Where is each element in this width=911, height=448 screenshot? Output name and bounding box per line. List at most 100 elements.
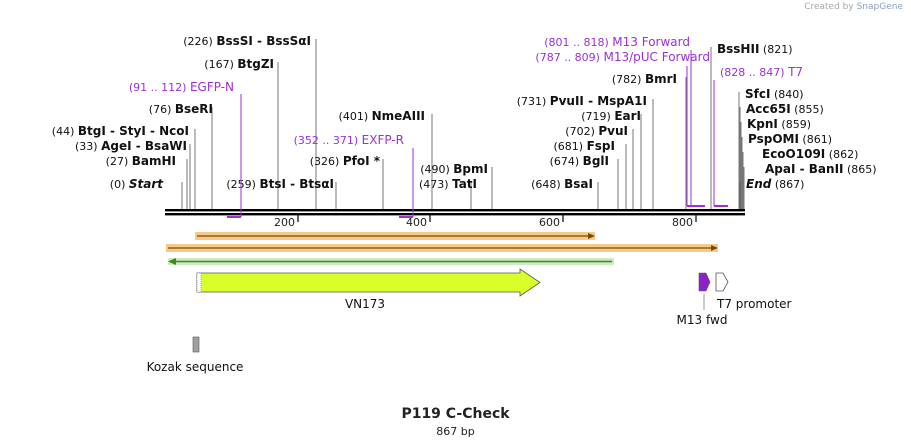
site-kpni: KpnI (859) — [740, 117, 811, 209]
site-pfoi: (326) PfoI * — [310, 154, 384, 209]
enzyme-sites: (0) Start (27) BamHI(33) AgeI - BsaWI(44)… — [52, 34, 877, 209]
site-position: (0) — [110, 178, 129, 191]
site-sfci: SfcI (840) — [738, 87, 804, 209]
site-name: PvuI — [598, 124, 628, 138]
site-bamhi: (27) BamHI — [106, 154, 188, 209]
site-label-apai-banii: ApaI - BanII (865) — [765, 162, 877, 176]
site-name: AgeI - BsaWI — [101, 139, 187, 153]
site-label-bsssi-bsss-i: (226) BssSI - BssSαI — [183, 34, 311, 48]
site-label-btgzi: (167) BtgZI — [204, 57, 274, 71]
green-feature-arrowhead — [168, 258, 176, 265]
site-position: (167) — [204, 58, 237, 71]
site-label-eari: (719) EarI — [581, 109, 641, 123]
site-label-acc65i: Acc65I (855) — [746, 102, 824, 116]
feature-label-kozak: Kozak sequence — [147, 360, 244, 374]
site-name: PfoI * — [343, 154, 381, 168]
site-eari: (719) EarI — [581, 109, 642, 209]
backbone-bottom-strand — [165, 213, 745, 216]
site-position: (44) — [52, 125, 78, 138]
feature-label-t7-promoter: T7 promoter — [716, 297, 792, 311]
primer-name: EGFP-N — [190, 80, 234, 94]
feature-kozak — [192, 336, 200, 353]
site-name: KpnI — [747, 117, 778, 131]
snapgene-logo: SnapGene — [856, 2, 903, 12]
primer-name: M13/pUC Forward — [603, 50, 710, 64]
site-name: BglI — [583, 154, 609, 168]
site-label-btsi-bts-i: (259) BtsI - BtsαI — [226, 177, 334, 191]
site-name: PspOMI — [748, 132, 799, 146]
site-position: (861) — [799, 133, 832, 146]
primer-range: (801 .. 818) — [544, 36, 612, 49]
primer-name: EXFP-R — [362, 133, 404, 147]
backbone-top-strand — [165, 209, 745, 212]
site-name: EcoO109I — [762, 147, 825, 161]
site-name: BssSI - BssSαI — [216, 34, 311, 48]
primer-egfp-n: (91 .. 112) EGFP-N — [129, 80, 242, 218]
site-position: (326) — [310, 155, 343, 168]
site-btgzi: (167) BtgZI — [204, 57, 279, 209]
primer-label-egfp-n: (91 .. 112) EGFP-N — [129, 80, 234, 94]
ruler-label-400: 400 — [406, 216, 427, 229]
ruler-label-200: 200 — [274, 216, 295, 229]
site-position: (867) — [771, 178, 804, 191]
site-acc65i: Acc65I (855) — [739, 102, 824, 209]
primer-m13-puc-forward: (787 .. 809) M13/pUC Forward — [535, 50, 710, 207]
primer-range: (828 .. 847) — [720, 66, 788, 79]
site-name: FspI — [587, 139, 615, 153]
credit-text: Created by — [804, 2, 854, 12]
primer-range: (91 .. 112) — [129, 81, 190, 94]
feature-m13-fwd — [698, 272, 711, 292]
site-name: SfcI — [745, 87, 770, 101]
site-position: (782) — [612, 73, 645, 86]
site-nmeaiii: (401) NmeAIII — [339, 109, 433, 209]
site-position: (27) — [106, 155, 132, 168]
feature-vn173-start — [196, 272, 202, 293]
site-pspomi: PspOMI (861) — [741, 132, 832, 209]
site-name: PvuII - MspA1I — [550, 94, 647, 108]
site-name: BtsI - BtsαI — [259, 177, 334, 191]
primer-range: (787 .. 809) — [535, 51, 603, 64]
site-name: BmrI — [645, 72, 677, 86]
site-label-bamhi: (27) BamHI — [106, 154, 176, 168]
primer-t7: (828 .. 847) T7 — [713, 65, 803, 207]
site-start: (0) Start — [110, 177, 183, 209]
site-label-pspomi: PspOMI (861) — [748, 132, 832, 146]
site-position: (865) — [844, 163, 877, 176]
site-bseri: (76) BseRI — [149, 102, 213, 209]
site-pvuii-mspa1i: (731) PvuII - MspA1I — [517, 94, 654, 209]
sequence-backbone — [165, 209, 745, 216]
orange-feature-long-arrowhead — [711, 245, 718, 251]
primer-annotations: (91 .. 112) EGFP-N (352 .. 371) EXFP-R (80… — [129, 35, 803, 218]
site-name: BamHI — [132, 154, 176, 168]
primer-range: (352 .. 371) — [294, 134, 362, 147]
site-name: BpmI — [453, 162, 488, 176]
site-position: (840) — [770, 88, 803, 101]
site-bsshii: BssHII (821) — [710, 42, 792, 209]
site-agei-bsawi: (33) AgeI - BsaWI — [75, 139, 191, 209]
site-position: (821) — [759, 43, 792, 56]
site-label-btgi-styi-ncoi: (44) BtgI - StyI - NcoI — [52, 124, 189, 138]
site-name: NmeAIII — [372, 109, 425, 123]
site-bsai: (648) BsaI — [531, 177, 599, 209]
site-position: (862) — [825, 148, 858, 161]
site-tati: (473) TatI — [419, 177, 477, 209]
site-name: EarI — [614, 109, 641, 123]
map-title: P119 C-Check — [401, 406, 510, 422]
site-position: (259) — [226, 178, 259, 191]
site-bsssi-bsss-i: (226) BssSI - BssSαI — [183, 34, 317, 209]
snapgene-credit: Created by SnapGene — [804, 2, 903, 12]
site-label-sfci: SfcI (840) — [745, 87, 804, 101]
site-apai-banii: ApaI - BanII (865) — [743, 162, 877, 209]
site-name: BseRI — [175, 102, 213, 116]
site-btsi-bts-i: (259) BtsI - BtsαI — [226, 177, 337, 209]
site-label-pvuii-mspa1i: (731) PvuII - MspA1I — [517, 94, 647, 108]
site-label-ecoo109i: EcoO109I (862) — [762, 147, 858, 161]
feature-t7-promoter — [715, 272, 729, 292]
site-position: (855) — [791, 103, 824, 116]
site-btgi-styi-ncoi: (44) BtgI - StyI - NcoI — [52, 124, 196, 209]
site-label-pfoi: (326) PfoI * — [310, 154, 381, 168]
site-position: (226) — [183, 35, 216, 48]
site-label-start: (0) Start — [110, 177, 164, 191]
site-position: (859) — [778, 118, 811, 131]
